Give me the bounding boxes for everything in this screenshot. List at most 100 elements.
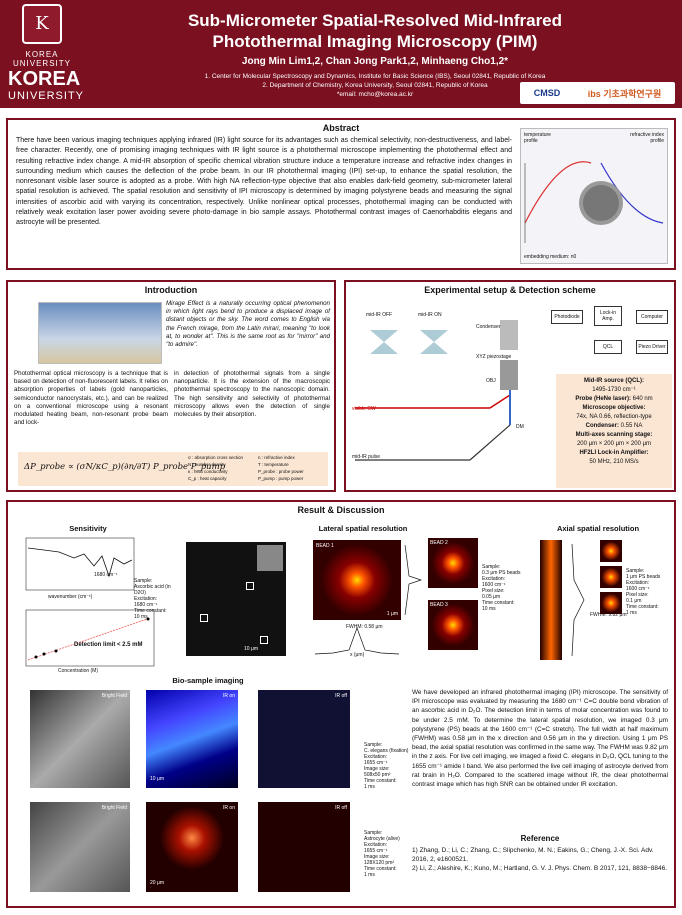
spec-key: Microscope objective: bbox=[582, 405, 646, 411]
legend-item: T : temperature bbox=[258, 462, 289, 467]
ibs-logo: ibs 기초과학연구원 bbox=[587, 88, 662, 99]
spec-value: 1495-1730 cm⁻¹ bbox=[592, 387, 636, 393]
bright-field-label: Bright Field bbox=[101, 805, 127, 811]
sens-sample: Sample: Ascorbic acid (in D2O) Excitatio… bbox=[134, 578, 171, 620]
scale-bar-label: 10 μm bbox=[150, 776, 164, 782]
lateral-title: Lateral spatial resolution bbox=[318, 524, 408, 533]
spec-value: 640 nm bbox=[631, 396, 653, 402]
bead3-label: BEAD 3 bbox=[430, 602, 448, 608]
legend-item: N : number density bbox=[188, 462, 226, 467]
scale-bar-label: 10 μm bbox=[244, 646, 258, 652]
affiliation-2: 2. Department of Chemistry, Korea Univer… bbox=[262, 82, 488, 89]
formula-legend: σ : absorption cross section n : refract… bbox=[188, 454, 328, 482]
authors: Jong Min Lim1,2, Chan Jong Park1,2, Minh… bbox=[241, 56, 509, 67]
bead1-x-profile bbox=[314, 626, 400, 655]
detection-limit: Detection limit < 2.5 mM bbox=[74, 642, 143, 648]
logo-top-text: KOREA UNIVERSITY bbox=[12, 50, 71, 68]
photodiode-box: Photodiode bbox=[551, 310, 583, 324]
bead1-image: BEAD 1 1 μm bbox=[313, 540, 401, 620]
bead-box bbox=[200, 614, 208, 622]
ir-off-label: IR off bbox=[335, 693, 347, 699]
bead3-image: BEAD 3 bbox=[428, 600, 478, 650]
results-title: Result & Discussion bbox=[297, 505, 385, 515]
logo-main-text: KOREA bbox=[8, 68, 81, 90]
celegans-ir-on: IR on 10 μm bbox=[146, 690, 238, 788]
axial-profile bbox=[571, 543, 585, 657]
ir-on-label: IR on bbox=[223, 693, 235, 699]
mid-ir-pulse-label: mid-IR pulse bbox=[352, 454, 381, 460]
celegans-ir-off: IR off bbox=[258, 690, 350, 788]
sensitivity-title: Sensitivity bbox=[69, 524, 107, 533]
dm-label: DM bbox=[516, 424, 524, 430]
spec-value: 0.55 NA bbox=[618, 423, 643, 429]
sens-xlabel: wavenumber (cm⁻¹) bbox=[48, 594, 93, 600]
results-panel: Result & Discussion Sensitivity 1680 cm⁻… bbox=[6, 500, 676, 908]
mirage-text: Mirage Effect is a naturally occurring o… bbox=[166, 300, 330, 349]
bio-title: Bio-sample imaging bbox=[172, 676, 244, 685]
abstract-text: There have been various imaging techniqu… bbox=[16, 137, 512, 227]
lateral-fwhm: FWHM: 0.58 μm bbox=[346, 624, 383, 630]
bead-box bbox=[246, 582, 254, 590]
legend-item: σ : absorption cross section bbox=[188, 455, 244, 460]
affiliation-1: 1. Center for Molecular Spectroscopy and… bbox=[204, 73, 546, 80]
setup-diagram bbox=[355, 320, 518, 461]
setup-specs: Mid-IR source (QCL): 1495-1730 cm⁻¹ Prob… bbox=[556, 374, 672, 488]
celegans-sample: Sample: C. elegans (fixation) Excitation… bbox=[364, 742, 409, 790]
refractive-index-profile-label: refractive index profile bbox=[630, 132, 664, 144]
affiliations: 1. Center for Molecular Spectroscopy and… bbox=[150, 72, 600, 99]
axial-inset-1 bbox=[600, 540, 622, 562]
intro-column-2: in detection of photothermal signals fro… bbox=[174, 370, 330, 419]
bead2-label: BEAD 2 bbox=[430, 540, 448, 546]
mid-ir-off-label: mid-IR OFF bbox=[366, 312, 393, 318]
setup-panel: Experimental setup & Detection scheme vi… bbox=[344, 280, 676, 492]
spec-key: Multi-axes scanning stage: bbox=[575, 432, 653, 438]
legend-item: κ : heat conductivity bbox=[188, 469, 228, 474]
axial-title: Axial spatial resolution bbox=[556, 524, 640, 533]
piezo-driver-box: Piezo Driver bbox=[636, 340, 668, 354]
astrocyte-bright-field: Bright Field bbox=[30, 802, 130, 892]
lateral-sample: Sample: 0.3 μm PS beads Excitation: 1600… bbox=[482, 564, 521, 612]
embedding-medium-label: embedding medium: n0 bbox=[524, 254, 577, 260]
logo-sub-text: UNIVERSITY bbox=[8, 90, 85, 102]
legend-item: C_p : heat capacity bbox=[188, 476, 227, 481]
legend-item: P_pump : pump power bbox=[258, 476, 304, 481]
sensitivity-plots bbox=[25, 537, 155, 667]
astrocyte-ir-off: IR off bbox=[258, 802, 350, 892]
legend-item: P_probe : probe power bbox=[258, 469, 304, 474]
setup-title: Experimental setup & Detection scheme bbox=[424, 285, 596, 295]
scale-bar-label: 20 μm bbox=[150, 880, 164, 886]
computer-box: Computer bbox=[636, 310, 668, 324]
bead2-image: BEAD 2 bbox=[428, 538, 478, 588]
ir-on-label: IR on bbox=[223, 805, 235, 811]
temperature-profile-label: temperature profile bbox=[524, 132, 551, 144]
bright-field-inset bbox=[257, 545, 283, 571]
qcl-box: QCL bbox=[594, 340, 622, 354]
mirage-photo bbox=[38, 302, 162, 364]
abstract-title: Abstract bbox=[322, 123, 360, 133]
discussion-text: We have developed an infrared phototherm… bbox=[412, 689, 668, 789]
abstract-panel: Abstract There have been various imaging… bbox=[6, 118, 676, 270]
obj-label: OBJ bbox=[486, 378, 496, 384]
axial-inset-2 bbox=[600, 566, 622, 588]
bright-field-label: Bright Field bbox=[101, 693, 127, 699]
poster-header: K KOREA UNIVERSITY KOREA UNIVERSITY Sub-… bbox=[0, 0, 682, 108]
introduction-title: Introduction bbox=[144, 285, 198, 295]
spec-value: 200 μm × 200 μm × 200 μm bbox=[576, 441, 652, 447]
university-crest-icon: K bbox=[22, 4, 62, 44]
axial-fwhm: FWHM: 9.82 μm bbox=[590, 612, 627, 618]
astrocyte-ir-on: IR on 20 μm bbox=[146, 802, 238, 892]
piezostage-label: XYZ piezostage bbox=[476, 354, 512, 360]
intro-column-1: Photothermal optical microscopy is a tec… bbox=[14, 370, 168, 427]
spec-value: 74x, NA 0.66, reflection-type bbox=[576, 414, 652, 420]
spec-key: Condenser: bbox=[585, 423, 619, 429]
formula-box: ΔP_probe ∝ (σN/κC_p)(∂n/∂T) P_probe P_pu… bbox=[18, 452, 328, 486]
bead1-scale: 1 μm bbox=[386, 611, 398, 617]
institution-logos: CMSD ibs 기초과학연구원 bbox=[520, 82, 675, 104]
spec-value: 50 MHz, 210 MS/s bbox=[589, 459, 639, 465]
ir-off-label: IR off bbox=[335, 805, 347, 811]
lockin-box: Lock-in Amp. bbox=[594, 306, 622, 326]
axial-sample: Sample: 1 μm PS beads Excitation: 1600 c… bbox=[626, 568, 661, 616]
bead-box bbox=[260, 636, 268, 644]
lateral-overview-image: 10 μm bbox=[186, 542, 286, 656]
email: *email: mcho@korea.ac.kr bbox=[336, 91, 414, 98]
